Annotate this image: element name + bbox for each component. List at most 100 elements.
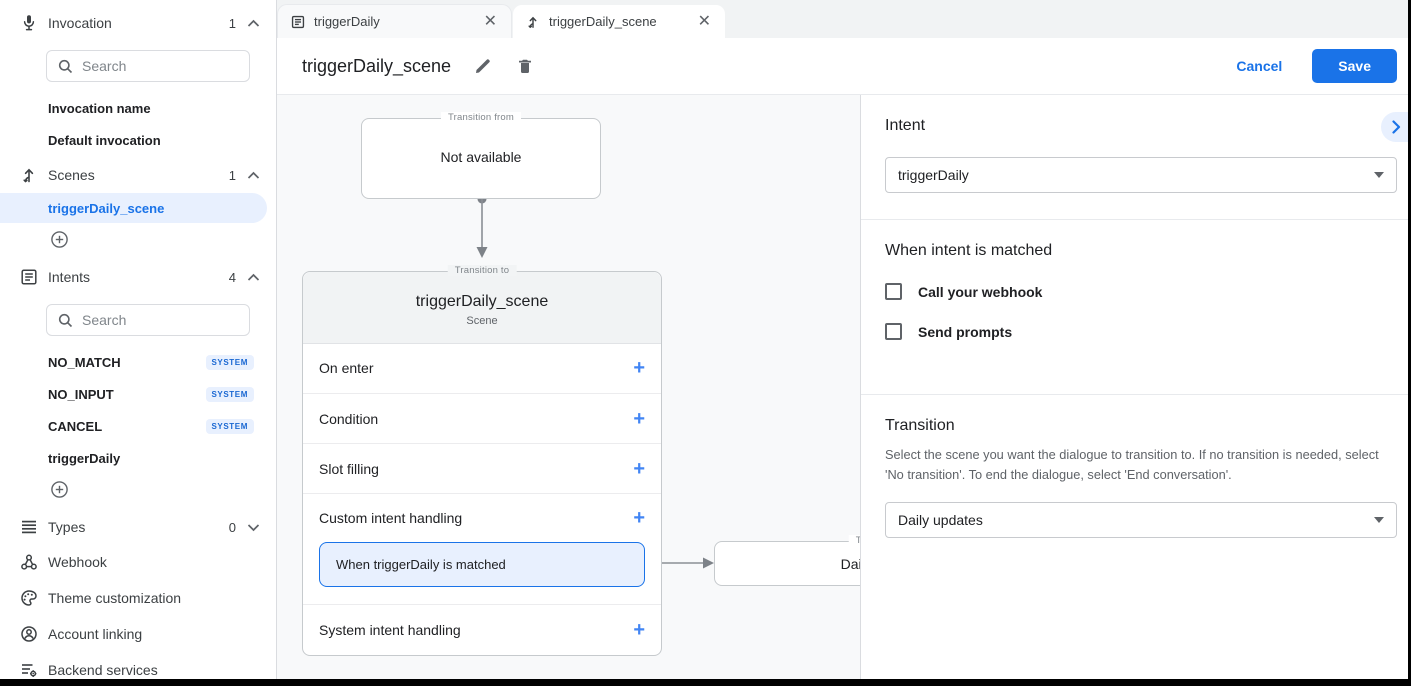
webhook-icon xyxy=(19,552,39,572)
sidebar-item-invocation-name[interactable]: Invocation name xyxy=(48,100,151,116)
nav-label: Webhook xyxy=(48,554,107,570)
close-icon[interactable]: ✕ xyxy=(483,12,497,30)
tab-triggerdaily-scene[interactable]: triggerDaily_scene ✕ xyxy=(512,4,726,38)
system-badge: SYSTEM xyxy=(205,354,254,370)
scene-canvas[interactable]: Transition from Not available Transition… xyxy=(277,95,860,686)
microphone-icon xyxy=(19,13,39,33)
sidebar-item-default-invocation[interactable]: Default invocation xyxy=(48,132,161,148)
sidebar-item-account-linking[interactable]: Account linking xyxy=(0,616,276,652)
dropdown-caret-icon xyxy=(1374,172,1384,178)
section-on-enter: On enter + xyxy=(303,344,661,394)
plus-circle-icon xyxy=(50,230,69,249)
tab-strip: triggerDaily ✕ triggerDaily_scene ✕ xyxy=(277,0,1411,38)
backend-services-icon xyxy=(19,660,39,680)
sidebar-item-cancel-intent[interactable]: CANCEL SYSTEM xyxy=(0,410,276,442)
transition-heading: Transition xyxy=(885,417,955,434)
sidebar-section-scenes[interactable]: Scenes 1 xyxy=(0,158,276,192)
add-on-enter-button[interactable]: + xyxy=(633,357,645,380)
section-label: Slot filling xyxy=(319,460,379,477)
add-condition-button[interactable]: + xyxy=(633,407,645,430)
sidebar-section-types[interactable]: Types 0 xyxy=(0,510,276,544)
add-system-intent-button[interactable]: + xyxy=(633,619,645,642)
intents-search[interactable] xyxy=(46,304,250,336)
section-count: 1 xyxy=(228,15,236,31)
scene-card-subtitle: Scene xyxy=(466,315,498,327)
checkbox-unchecked[interactable] xyxy=(885,283,902,300)
intent-detail-panel: Intent triggerDaily When intent is match… xyxy=(860,95,1411,686)
panel-divider xyxy=(861,394,1411,395)
section-label: On enter xyxy=(319,360,374,377)
transition-select[interactable]: Daily updates xyxy=(885,501,1397,538)
matched-intent-item[interactable]: When triggerDaily is matched xyxy=(319,542,645,588)
sidebar-item-no-input[interactable]: NO_INPUT SYSTEM xyxy=(0,378,276,410)
transition-description: Select the scene you want the dialogue t… xyxy=(885,447,1379,483)
checkbox-label: Send prompts xyxy=(918,323,1013,340)
sidebar-item-triggerdaily-intent[interactable]: triggerDaily xyxy=(0,442,276,474)
intent-select[interactable]: triggerDaily xyxy=(885,157,1397,193)
when-matched-section: When intent is matched Call your webhook… xyxy=(861,220,1411,394)
intent-section: Intent triggerDaily xyxy=(861,95,1411,219)
add-intent-button[interactable] xyxy=(0,474,276,504)
send-prompts-checkbox-row[interactable]: Send prompts xyxy=(885,323,1397,340)
section-label: System intent handling xyxy=(319,622,461,639)
section-label: Scenes xyxy=(48,167,95,183)
delete-icon[interactable] xyxy=(515,56,535,76)
scene-card-title: triggerDaily_scene xyxy=(415,293,549,310)
tab-triggerdaily[interactable]: triggerDaily ✕ xyxy=(277,4,512,38)
nav-label: Account linking xyxy=(48,626,143,642)
sidebar-item-theme-customization[interactable]: Theme customization xyxy=(0,580,276,616)
close-icon[interactable]: ✕ xyxy=(697,12,711,30)
sidebar-section-invocation[interactable]: Invocation 1 xyxy=(0,6,276,40)
sidebar-item-backend-services[interactable]: Backend services xyxy=(0,652,276,686)
transition-to-legend: Transition to xyxy=(447,265,517,276)
edit-icon[interactable] xyxy=(473,56,493,76)
intents-search-input[interactable] xyxy=(82,312,239,328)
types-icon xyxy=(19,517,39,537)
transition-target-box: Transition to Daily updates xyxy=(714,535,860,586)
when-matched-heading: When intent is matched xyxy=(885,242,1053,259)
call-webhook-checkbox-row[interactable]: Call your webhook xyxy=(885,283,1397,300)
scene-tab-icon xyxy=(525,14,541,30)
chevron-right-icon xyxy=(1391,120,1401,134)
section-count: 4 xyxy=(228,269,236,285)
intent-heading: Intent xyxy=(885,117,926,134)
scene-card: Transition to triggerDaily_scene Scene O… xyxy=(302,265,662,656)
save-button[interactable]: Save xyxy=(1312,49,1397,83)
add-custom-intent-button[interactable]: + xyxy=(633,507,645,530)
chevron-up-icon[interactable] xyxy=(246,16,260,30)
add-slot-filling-button[interactable]: + xyxy=(633,457,645,480)
dropdown-caret-icon xyxy=(1374,516,1384,523)
transition-target-legend: Transition to xyxy=(848,535,860,546)
sidebar-item-no-match[interactable]: NO_MATCH SYSTEM xyxy=(0,346,276,378)
panel-divider xyxy=(861,219,1411,220)
cancel-button[interactable]: Cancel xyxy=(1236,58,1283,74)
chevron-down-icon[interactable] xyxy=(246,520,260,534)
page-title: triggerDaily_scene xyxy=(302,55,452,76)
section-condition: Condition + xyxy=(303,394,661,445)
section-slot-filling: Slot filling + xyxy=(303,444,661,495)
section-system-intent-handling: System intent handling + xyxy=(303,605,661,655)
invocation-search[interactable] xyxy=(46,50,250,82)
sidebar-section-intents[interactable]: Intents 4 xyxy=(0,260,276,294)
chevron-up-icon[interactable] xyxy=(246,168,260,182)
add-scene-button[interactable] xyxy=(0,224,276,254)
palette-icon xyxy=(19,588,39,608)
collapse-panel-button[interactable] xyxy=(1381,112,1411,142)
section-count: 0 xyxy=(228,519,236,535)
scene-header: triggerDaily_scene Cancel Save xyxy=(277,38,1411,95)
scenes-icon xyxy=(19,165,39,185)
invocation-search-input[interactable] xyxy=(82,58,239,74)
intent-name: NO_INPUT xyxy=(48,386,114,402)
sidebar-item-triggerdaily-scene[interactable]: triggerDaily_scene xyxy=(0,193,267,223)
search-icon xyxy=(57,58,74,75)
screen-edge-bottom xyxy=(0,679,1411,686)
checkbox-unchecked[interactable] xyxy=(885,323,902,340)
sidebar: Invocation 1 Invocation name Default inv… xyxy=(0,0,277,686)
section-label: Invocation xyxy=(48,15,112,31)
sidebar-item-webhook[interactable]: Webhook xyxy=(0,544,276,580)
transition-from-box: Transition from Not available xyxy=(361,112,601,199)
chevron-up-icon[interactable] xyxy=(246,270,260,284)
tab-label: triggerDaily xyxy=(314,14,380,29)
section-custom-intent-handling: Custom intent handling + When triggerDai… xyxy=(303,494,661,606)
intent-select-value: triggerDaily xyxy=(898,167,969,183)
